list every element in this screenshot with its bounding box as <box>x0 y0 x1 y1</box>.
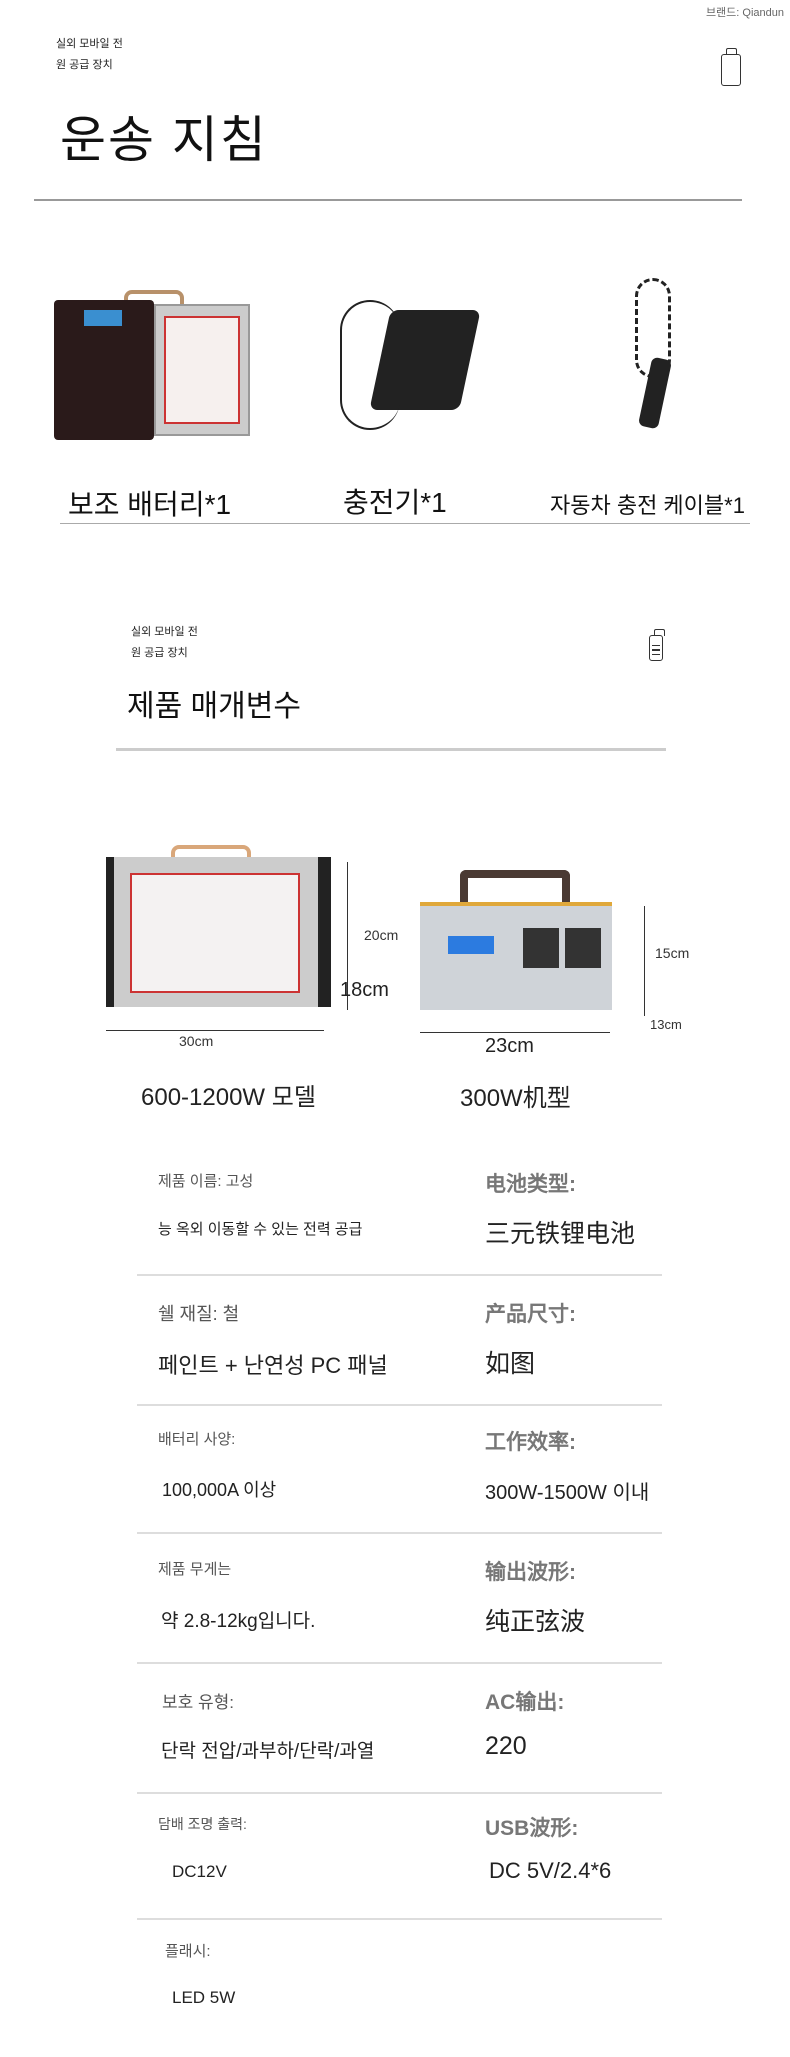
spec-value: 220 <box>485 1732 527 1760</box>
spec-value: DC 5V/2.4*6 <box>489 1858 612 1883</box>
spec-key: 담배 조명 출력: <box>158 1816 247 1832</box>
spec-row: 담배 조명 출력: DC12V USB波形: DC 5V/2.4*6 <box>137 1790 662 1920</box>
width-dimension-line <box>106 1030 324 1031</box>
model-label: 300W机型 <box>460 1085 571 1112</box>
spec-key: 쉘 재질: 철 <box>158 1304 240 1324</box>
spec-value: 단락 전압/과부하/단락/과열 <box>161 1741 375 1762</box>
spec-row: 플래시: LED 5W <box>137 1916 662 2046</box>
spec-row: 배터리 사양: 100,000A 이상 工作效率: 300W-1500W 이내 <box>137 1404 662 1534</box>
spec-key: 플래시: <box>165 1943 211 1960</box>
height-label: 20cm <box>364 927 399 943</box>
divider <box>60 523 750 524</box>
width-label: 30cm <box>179 1033 214 1049</box>
depth-label: 13cm <box>650 1017 682 1032</box>
height-dimension-line <box>347 862 348 1010</box>
spec-value: DC12V <box>172 1862 227 1881</box>
page-title: 운송 지침 <box>60 112 268 168</box>
item-label: 충전기*1 <box>343 487 447 518</box>
subtitle-line: 실외 모바일 전 <box>131 626 198 638</box>
car-charging-cable-image <box>595 268 705 448</box>
divider <box>116 748 666 751</box>
battery-icon <box>649 629 665 661</box>
height-dimension-line <box>644 906 645 1016</box>
depth-label: 18cm <box>340 979 389 1001</box>
section-subtitle: 실외 모바일 전 원 공급 장치 <box>131 622 198 664</box>
spec-value: 능 옥외 이동할 수 있는 전력 공급 <box>158 1221 363 1238</box>
spec-key: 배터리 사양: <box>158 1431 236 1448</box>
spec-key: 输出波形: <box>485 1561 576 1584</box>
subtitle-line: 원 공급 장치 <box>56 59 113 71</box>
spec-value: 페인트 + 난연성 PC 패널 <box>158 1353 388 1378</box>
spec-key: 产品尺寸: <box>485 1303 576 1326</box>
spec-key: AC输出: <box>485 1691 565 1714</box>
spec-key: 제품 이름: 고성 <box>158 1173 254 1190</box>
battery-icon <box>721 48 741 86</box>
spec-value: 약 2.8-12kg입니다. <box>161 1611 316 1632</box>
section-subtitle: 실외 모바일 전 원 공급 장치 <box>56 34 123 76</box>
spec-value: 100,000A 이상 <box>162 1480 277 1500</box>
power-bank-image <box>54 290 250 440</box>
spec-value: 三元铁锂电池 <box>485 1220 636 1248</box>
section-title: 제품 매개변수 <box>127 690 301 723</box>
height-label: 15cm <box>655 945 690 961</box>
spec-key: 보호 유형: <box>162 1693 235 1712</box>
divider <box>34 199 742 201</box>
subtitle-line: 실외 모바일 전 <box>56 38 123 50</box>
spec-key: 제품 무게는 <box>158 1561 232 1578</box>
model-label: 600-1200W 모델 <box>141 1084 316 1111</box>
subtitle-line: 원 공급 장치 <box>131 647 188 659</box>
spec-row: 제품 무게는 약 2.8-12kg입니다. 输出波形: 纯正弦波 <box>137 1534 662 1664</box>
spec-row: 보호 유형: 단락 전압/과부하/단락/과열 AC输出: 220 <box>137 1664 662 1794</box>
spec-value: 如图 <box>485 1350 536 1378</box>
width-label: 23cm <box>485 1035 534 1057</box>
spec-key: USB波形: <box>485 1817 579 1840</box>
spec-key: 工作效率: <box>485 1431 576 1454</box>
spec-value: LED 5W <box>172 1988 236 2007</box>
charger-image <box>340 290 481 440</box>
item-label: 보조 배터리*1 <box>68 489 232 520</box>
spec-row: 쉘 재질: 철 페인트 + 난연성 PC 패널 产品尺寸: 如图 <box>137 1276 662 1406</box>
item-label: 자동차 충전 케이블*1 <box>550 493 745 518</box>
model-300w-image <box>420 870 612 1010</box>
brand-label: 브랜드: Qiandun <box>705 7 784 19</box>
spec-row: 제품 이름: 고성 능 옥외 이동할 수 있는 전력 공급 电池类型: 三元铁锂… <box>137 1146 662 1276</box>
spec-value: 纯正弦波 <box>485 1608 586 1636</box>
spec-value: 300W-1500W 이내 <box>485 1482 650 1504</box>
width-dimension-line <box>420 1032 610 1033</box>
model-600-1200w-image <box>106 845 331 1007</box>
spec-key: 电池类型: <box>485 1173 576 1196</box>
